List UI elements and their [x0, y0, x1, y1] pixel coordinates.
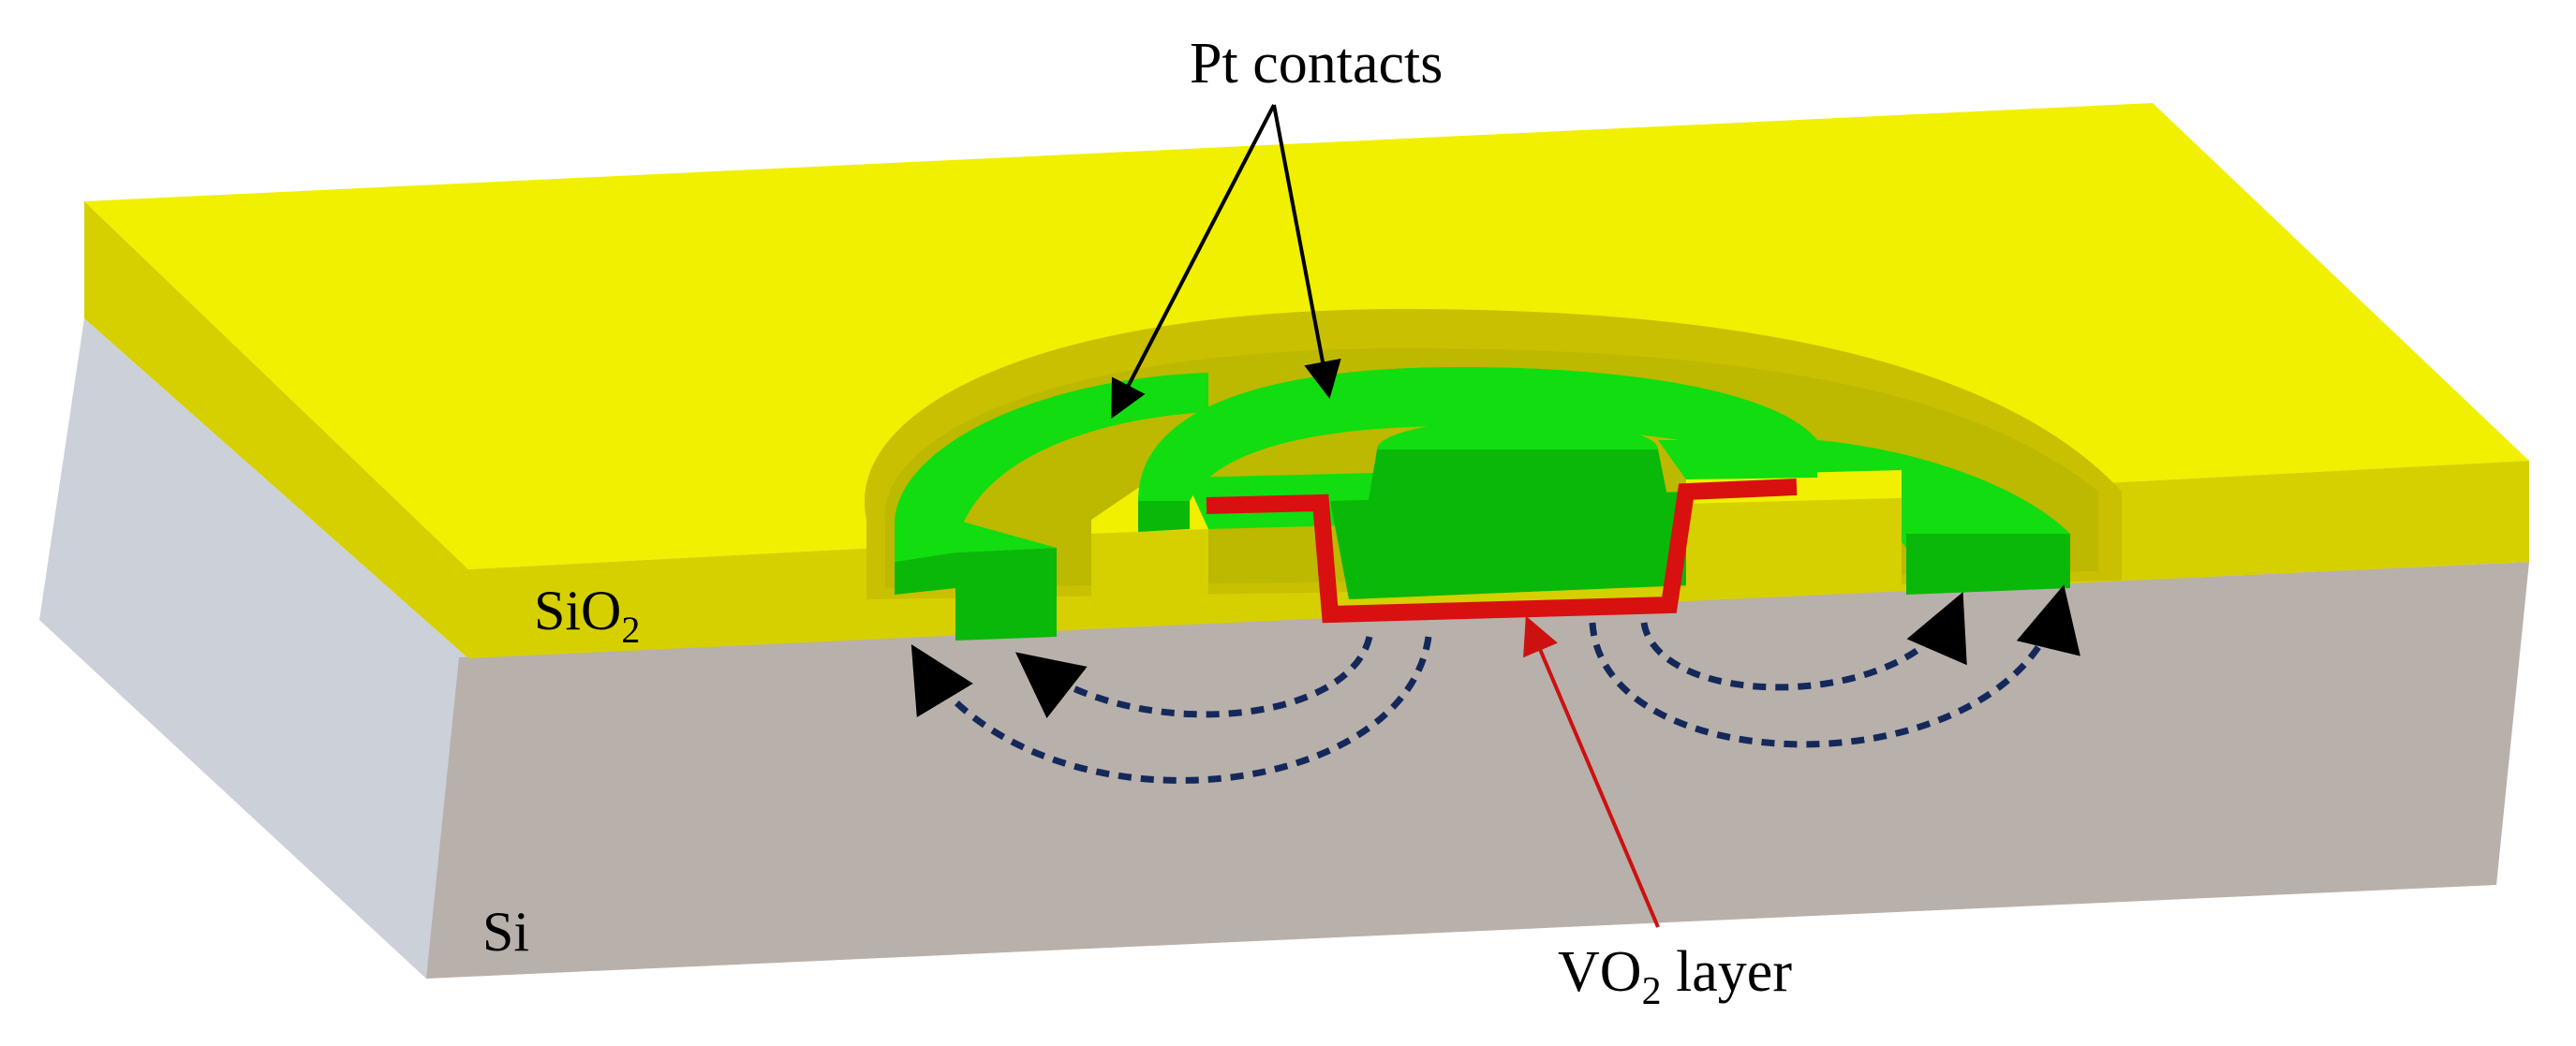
pt-contacts-arrow-left [1111, 104, 1276, 420]
sio2-spacer-left [1091, 529, 1208, 611]
pt-outer-ring-front-right [1906, 534, 2070, 595]
pt-outer-ring-front-left-2 [955, 548, 1057, 641]
pt-center-fill [1330, 492, 1686, 599]
sio2-label: SiO2 [534, 580, 640, 651]
vo2-layer [1206, 479, 1798, 624]
field-line-right-outer [1589, 584, 2080, 748]
pt-outer-ring-front-left [895, 552, 955, 595]
sio2-spacer-right [1686, 498, 1902, 592]
si-label: Si [482, 901, 529, 963]
pt-outer-ring-right-top [1817, 440, 2070, 548]
field-line-left-inner [1014, 636, 1373, 719]
field-line-right-inner [1640, 592, 1967, 691]
pt-contacts-arrow-right [1272, 104, 1341, 399]
pt-center-disk-wall [1368, 449, 1667, 506]
vo2-layer-arrow [1523, 615, 1660, 928]
sio2-left-face [84, 201, 468, 658]
pt-contacts-label: Pt contacts [1190, 32, 1443, 96]
pt-inner-arc-front [1138, 501, 1190, 532]
si-substrate-left-face [39, 318, 468, 979]
vo2-layer-label: VO2 layer [1558, 940, 1792, 1013]
pt-outer-ring-top [895, 373, 1208, 562]
pt-outer-ring-front-left-top [895, 520, 1057, 562]
pt-inner-arc-top [1138, 367, 1817, 501]
field-line-left-outer [910, 636, 1432, 784]
pt-right-step [1658, 440, 1817, 479]
